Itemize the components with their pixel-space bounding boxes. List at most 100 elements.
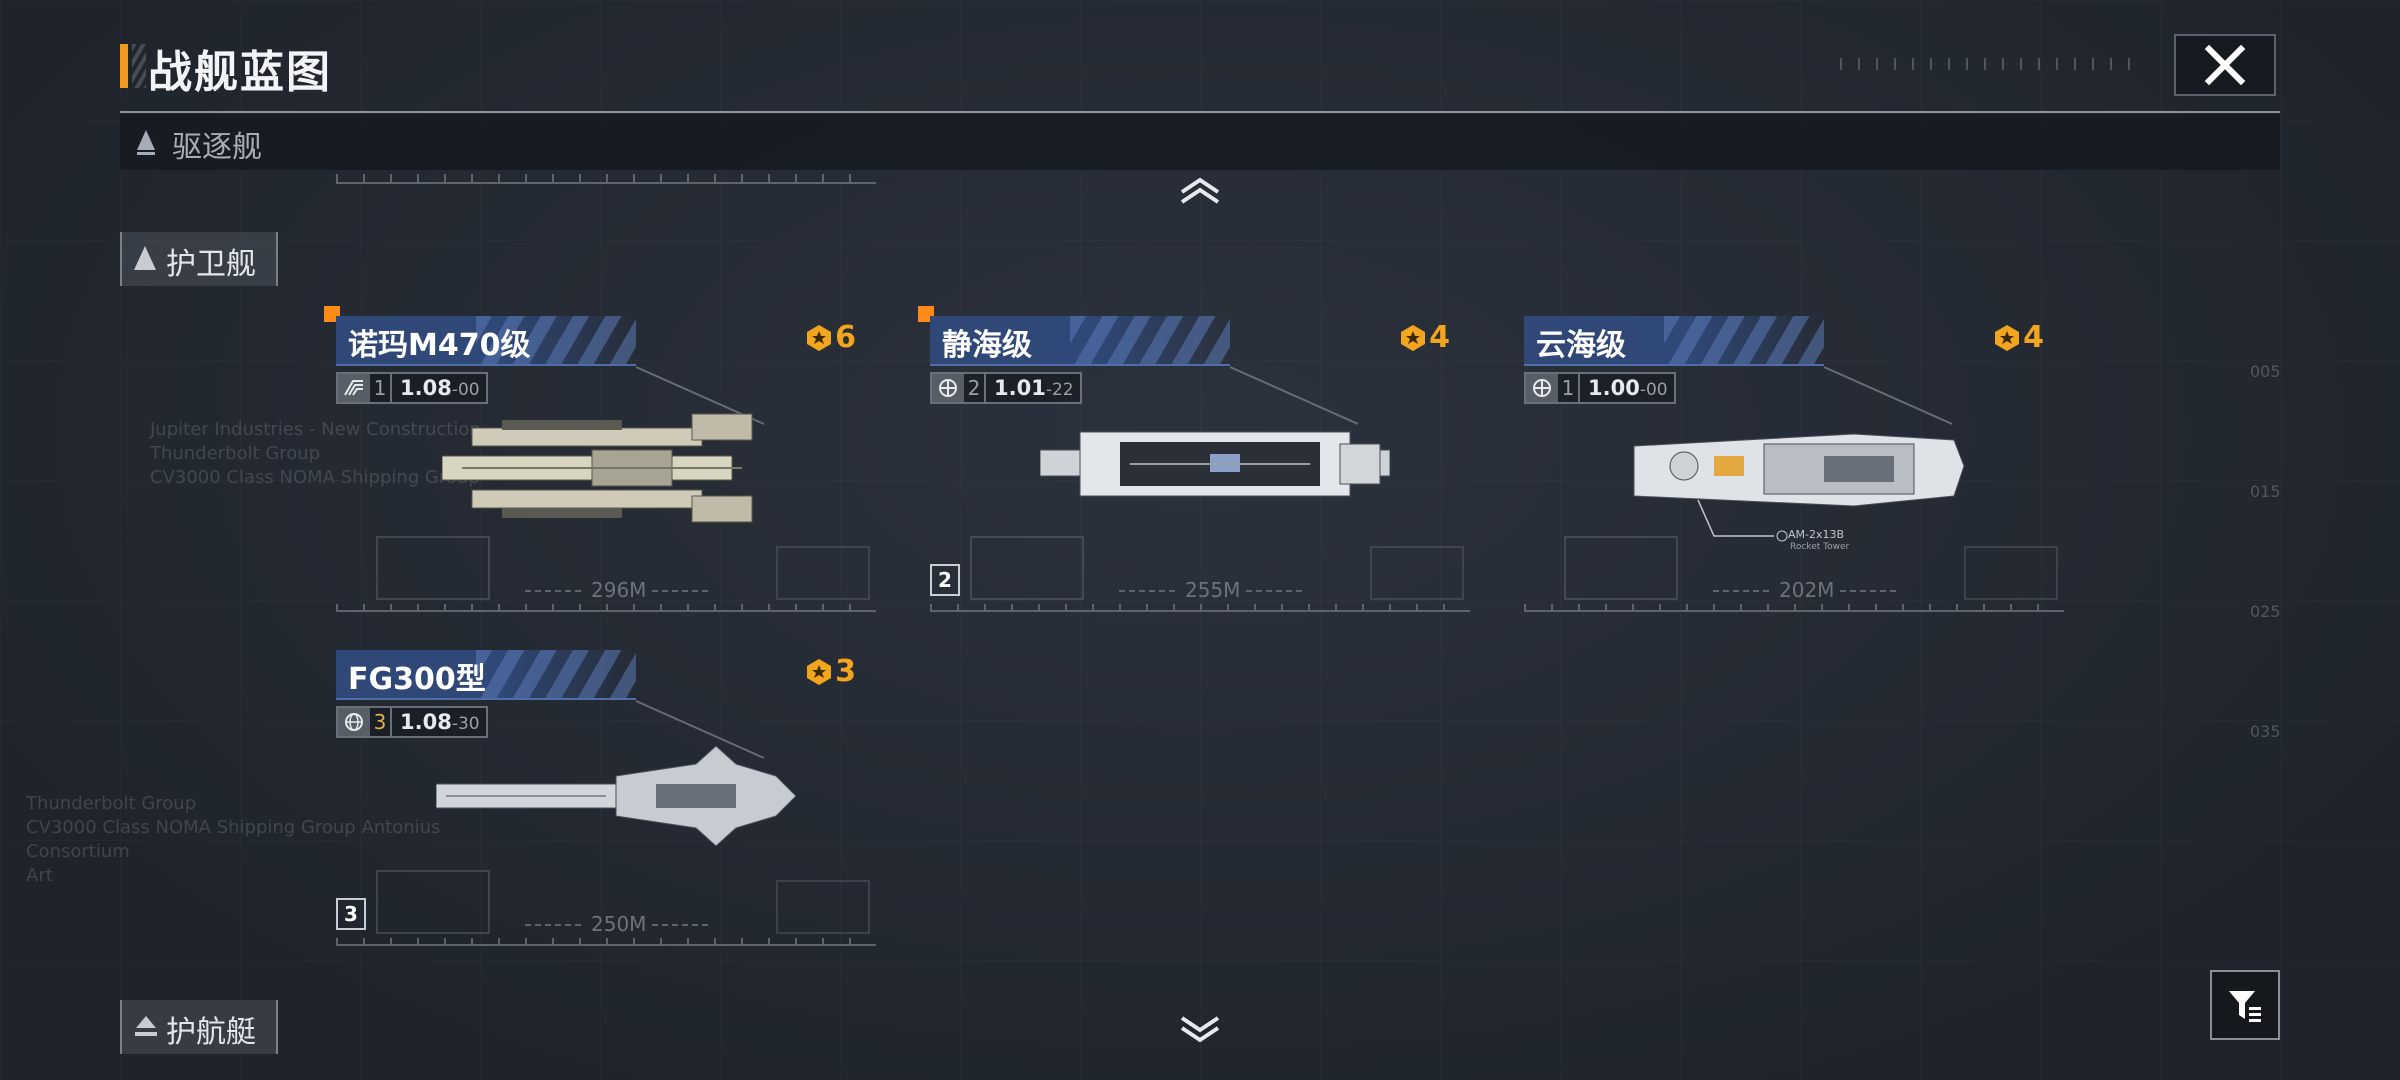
filter-button[interactable] xyxy=(2210,970,2280,1040)
side-number: 005 xyxy=(2250,362,2281,381)
cost-display: 4 xyxy=(1399,320,1450,355)
section-tag-label: 护航艇 xyxy=(166,1015,256,1050)
level-box: 2 xyxy=(930,564,960,596)
command-point-icon xyxy=(807,324,832,351)
scale-ticks xyxy=(930,604,1470,612)
scale-baseline xyxy=(930,610,1470,612)
gear-globe-icon xyxy=(1533,379,1551,397)
side-number: 025 xyxy=(2250,602,2281,621)
gear-globe-icon xyxy=(939,379,957,397)
name-bar xyxy=(930,316,1230,364)
scale-baseline xyxy=(1524,610,2064,612)
stat-main: 1.08 xyxy=(400,376,452,400)
ship-class-icon xyxy=(137,130,155,155)
stat-small: -22 xyxy=(1045,380,1074,400)
level-box: 3 xyxy=(336,898,366,930)
cost-value: 4 xyxy=(2023,320,2044,355)
blueprint-wireframe xyxy=(776,546,870,600)
section-tag-escort-boat[interactable]: 护航艇 xyxy=(120,1000,278,1054)
ship-name: 诺玛M470级 xyxy=(348,328,531,363)
ship-card-fg300[interactable]: FG300型 3 3 1.08-30 3 250M xyxy=(336,650,876,950)
tier-value: 1 xyxy=(370,374,392,402)
ship-image-jinghai xyxy=(1040,431,1390,497)
ship-length: 255M xyxy=(1118,578,1307,602)
background-text-block-1: Thunderbolt Group CV3000 Class NOMA Ship… xyxy=(26,792,506,888)
chevron-stripes-icon xyxy=(344,380,363,396)
title-accent-stripes xyxy=(132,44,146,88)
stats-box: 1 1.08-00 xyxy=(336,372,488,404)
background-text-block-2: Jupiter Industries - New Construction Th… xyxy=(150,418,550,490)
side-number: 035 xyxy=(2250,722,2281,741)
ship-name: FG300型 xyxy=(348,662,486,697)
blueprint-wireframe xyxy=(776,880,870,934)
close-button[interactable] xyxy=(2174,34,2276,96)
weapon-annotation-sub: Rocket Tower xyxy=(1790,542,1850,552)
command-point-icon xyxy=(1401,324,1426,351)
cost-display: 3 xyxy=(805,654,856,689)
stat-small: -30 xyxy=(451,714,480,734)
category-bar-destroyer[interactable]: 驱逐舰 xyxy=(120,114,2280,170)
name-bar-stripes xyxy=(476,316,636,364)
blueprint-wireframe xyxy=(1964,546,2058,600)
ship-image-noma xyxy=(442,413,753,523)
tier-value: 3 xyxy=(370,708,392,736)
ship-length: 250M xyxy=(524,912,713,936)
stat-value: 1.08-30 xyxy=(392,708,486,736)
stat-icon-box xyxy=(932,374,964,402)
category-bar-label: 驱逐舰 xyxy=(172,130,262,165)
ship-name: 静海级 xyxy=(942,328,1032,363)
scale-ticks xyxy=(336,604,876,612)
cost-value: 3 xyxy=(835,654,856,689)
blueprint-wireframe xyxy=(1564,536,1678,600)
page-title: 战舰蓝图 xyxy=(148,47,332,98)
weapon-annotation: AM-2x13B xyxy=(1788,528,1845,541)
name-underline xyxy=(930,364,1230,366)
background-text-line: Thunderbolt Group xyxy=(26,793,197,814)
globe-icon xyxy=(345,713,363,731)
stat-small: -00 xyxy=(451,380,480,400)
section-tag-label: 护卫舰 xyxy=(166,247,256,282)
stat-value: 1.08-00 xyxy=(392,374,486,402)
close-icon xyxy=(2204,44,2246,86)
leader-line xyxy=(1229,366,1359,425)
title-accent xyxy=(120,44,128,88)
cost-display: 4 xyxy=(1993,320,2044,355)
ship-card-yunhai[interactable]: 云海级 4 1 1.00-00 AM-2x13B Rocket Tower 20… xyxy=(1524,316,2064,616)
ship-card-noma-m470[interactable]: 诺玛M470级 6 1 1.08-00 296M xyxy=(324,306,876,616)
name-bar-stripes xyxy=(476,650,636,698)
command-point-icon xyxy=(807,658,832,685)
scroll-up-chevron-icon[interactable] xyxy=(1176,176,1224,206)
name-underline xyxy=(336,698,636,700)
background-text-line: CV3000 Class NOMA Shipping Group xyxy=(150,467,480,488)
tier-value: 2 xyxy=(964,374,986,402)
scroll-down-chevron-icon[interactable] xyxy=(1176,1014,1224,1044)
stat-main: 1.01 xyxy=(994,376,1046,400)
ship-image-fg300 xyxy=(436,746,796,846)
stat-icon-box xyxy=(338,708,370,736)
cost-value: 6 xyxy=(835,320,856,355)
cost-value: 4 xyxy=(1429,320,1450,355)
ship-length: 202M xyxy=(1712,578,1901,602)
blueprint-wireframe xyxy=(1370,546,1464,600)
stat-icon-box xyxy=(1526,374,1558,402)
ship-card-jinghai[interactable]: 静海级 4 2 1.01-22 2 255M xyxy=(918,306,1470,616)
blueprint-wireframe xyxy=(970,536,1084,600)
name-bar xyxy=(1524,316,1824,364)
name-bar-stripes xyxy=(1664,316,1824,364)
section-tag-frigate[interactable]: 护卫舰 xyxy=(120,232,278,286)
name-underline xyxy=(1524,364,1824,366)
stat-icon-box xyxy=(338,374,370,402)
scale-ticks xyxy=(336,938,876,946)
name-bar xyxy=(336,316,636,364)
ship-length: 296M xyxy=(524,578,713,602)
filter-icon xyxy=(2229,991,2261,1022)
header-divider xyxy=(120,111,2280,113)
previous-row-ticks xyxy=(336,174,876,184)
stat-main: 1.00 xyxy=(1588,376,1640,400)
cost-display: 6 xyxy=(805,320,856,355)
boat-class-icon xyxy=(135,1016,157,1036)
tier-value: 1 xyxy=(1558,374,1580,402)
blueprint-wireframe xyxy=(376,870,490,934)
scale-ticks xyxy=(1524,604,2064,612)
name-bar xyxy=(336,650,636,698)
